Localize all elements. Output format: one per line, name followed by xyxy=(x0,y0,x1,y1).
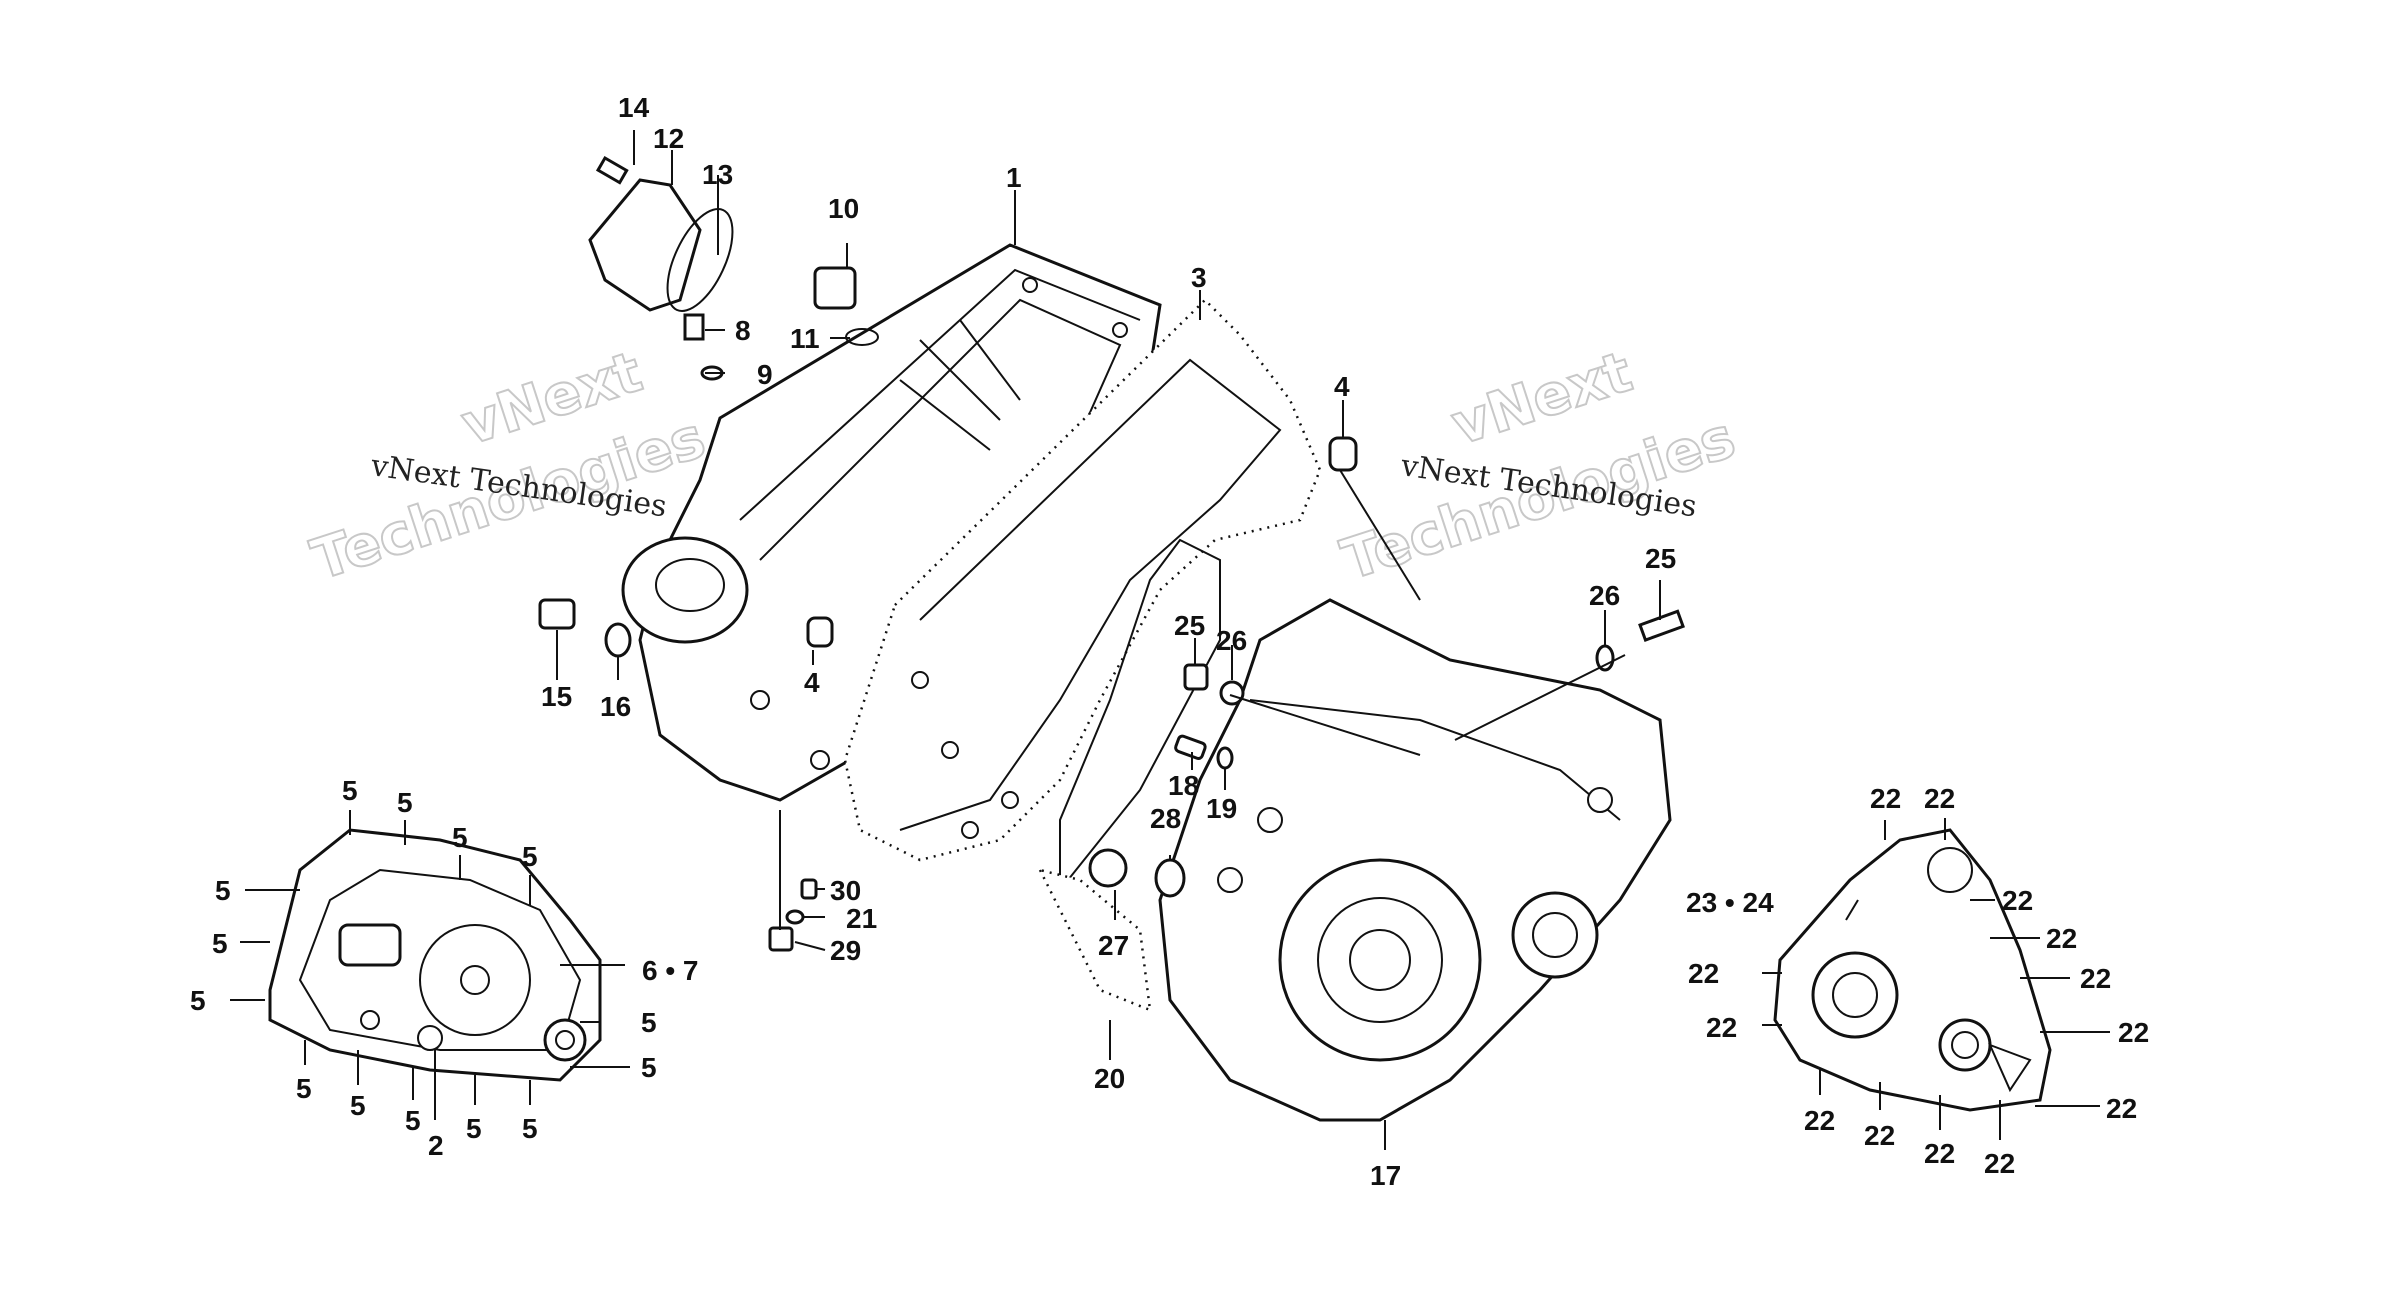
callout-3: 3 xyxy=(1191,262,1207,293)
washer-16-part xyxy=(604,622,632,658)
callout-20: 20 xyxy=(1094,1063,1125,1094)
callout-5: 5 xyxy=(641,1052,657,1083)
washer-26a-part xyxy=(1219,680,1245,706)
watermark-big-line1: vNext xyxy=(1444,340,1639,459)
bolt-25a-part xyxy=(1183,663,1209,691)
pin-30-part xyxy=(800,878,818,900)
callout-22: 22 xyxy=(1804,1105,1835,1136)
callout-22: 22 xyxy=(2046,923,2077,954)
callout-10: 10 xyxy=(828,193,859,224)
washer-26b-part xyxy=(1595,644,1615,672)
callout-5: 5 xyxy=(212,928,228,959)
callout-30: 30 xyxy=(830,875,861,906)
callout-26: 26 xyxy=(1589,580,1620,611)
watermark-right: vNext Technologies vNext Technologies xyxy=(1333,339,1744,595)
callout-28: 28 xyxy=(1150,803,1181,834)
right-crankcase-part xyxy=(1158,598,1672,1122)
left-crankcase-part xyxy=(621,243,1162,802)
callout-23-24: 23 • 24 xyxy=(1686,887,1774,918)
callout-6-7: 6 • 7 xyxy=(642,955,699,986)
dowel-4b-part xyxy=(806,616,834,648)
callout-5: 5 xyxy=(215,875,231,906)
washer-28-part xyxy=(1154,858,1186,898)
callout-22: 22 xyxy=(1984,1148,2015,1179)
callout-17: 17 xyxy=(1370,1160,1401,1191)
o-ring-seal-part xyxy=(1037,538,1221,1012)
callout-26: 26 xyxy=(1216,625,1247,656)
oil-filter-cover-part xyxy=(588,178,702,312)
callout-22: 22 xyxy=(1924,783,1955,814)
callout-5: 5 xyxy=(522,841,538,872)
callout-11: 11 xyxy=(790,323,820,354)
bolt-25b-part xyxy=(1638,609,1685,642)
callout-21: 21 xyxy=(846,903,877,934)
filler-cap-part xyxy=(813,266,857,310)
callout-15: 15 xyxy=(541,681,572,712)
callout-5: 5 xyxy=(405,1105,421,1136)
callout-22: 22 xyxy=(2080,963,2111,994)
callout-22: 22 xyxy=(2106,1093,2137,1124)
callout-19: 19 xyxy=(1206,793,1237,824)
callout-25: 25 xyxy=(1645,543,1676,574)
callout-5: 5 xyxy=(397,787,413,818)
clip-21-part xyxy=(785,909,805,925)
callout-22: 22 xyxy=(1870,783,1901,814)
o-ring-13-part xyxy=(666,208,734,312)
callout-22: 22 xyxy=(1864,1120,1895,1151)
bolt-14-part xyxy=(595,155,629,185)
callout-25: 25 xyxy=(1174,610,1205,641)
dowel-18-part xyxy=(1174,734,1207,760)
callout-5: 5 xyxy=(296,1073,312,1104)
callout-1: 1 xyxy=(1006,162,1022,193)
callout-5: 5 xyxy=(342,775,358,806)
small-parts xyxy=(538,155,1685,952)
callout-5: 5 xyxy=(350,1090,366,1121)
callout-8: 8 xyxy=(735,315,751,346)
callout-22: 22 xyxy=(2002,885,2033,916)
callout-9: 9 xyxy=(757,359,773,390)
callout-2: 2 xyxy=(428,1130,444,1161)
callout-5: 5 xyxy=(190,985,206,1016)
crankcase-gasket-part xyxy=(843,298,1322,862)
bolt-8-part xyxy=(683,313,705,341)
callout-22: 22 xyxy=(1688,958,1719,989)
leader-lines xyxy=(230,130,2110,1150)
callout-12: 12 xyxy=(653,123,684,154)
callout-4: 4 xyxy=(1334,371,1350,402)
sensor-29-part xyxy=(768,926,794,952)
callout-5: 5 xyxy=(452,822,468,853)
washer-19-part xyxy=(1216,746,1234,770)
plug-15-part xyxy=(538,598,576,630)
callout-14: 14 xyxy=(618,92,650,123)
callout-22: 22 xyxy=(2118,1017,2149,1048)
callout-29: 29 xyxy=(830,935,861,966)
callout-22: 22 xyxy=(1924,1138,1955,1169)
plug-27-part xyxy=(1088,848,1128,888)
right-side-cover-part xyxy=(1773,828,2052,1112)
callout-13: 13 xyxy=(702,159,733,190)
callout-labels: 1 3 4 4 10 11 8 9 12 13 14 15 16 25 26 2… xyxy=(190,92,2149,1191)
callout-5: 5 xyxy=(522,1113,538,1144)
dowel-4a-part xyxy=(1328,436,1358,472)
left-side-cover-part xyxy=(268,828,602,1082)
callout-5: 5 xyxy=(466,1113,482,1144)
callout-18: 18 xyxy=(1168,770,1199,801)
callout-5: 5 xyxy=(641,1007,657,1038)
callout-4: 4 xyxy=(804,667,820,698)
callout-16: 16 xyxy=(600,691,631,722)
callout-22: 22 xyxy=(1706,1012,1737,1043)
callout-27: 27 xyxy=(1098,930,1129,961)
